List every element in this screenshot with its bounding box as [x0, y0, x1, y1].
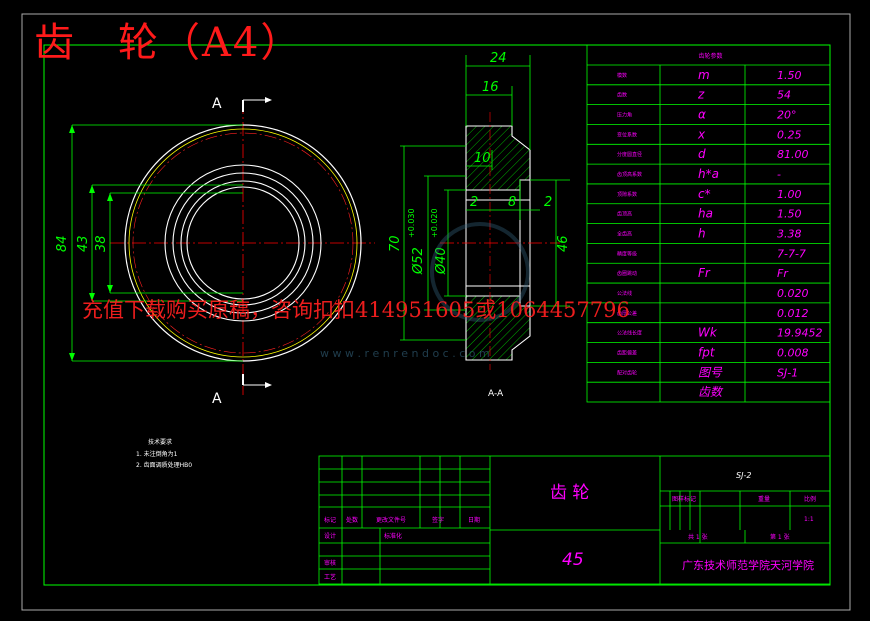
label-sign: 签字 [432, 516, 444, 524]
dim-2a: 2 [470, 195, 478, 210]
watermark-logo [430, 222, 530, 322]
label-count: 处数 [346, 516, 358, 524]
label-process: 工艺 [324, 573, 336, 581]
dim-43: 43 [76, 235, 91, 252]
school-name: 广东技术师范学院天河学院 [682, 558, 814, 572]
part-name: 齿 轮 [550, 483, 589, 503]
label-ratio: 比例 [804, 495, 816, 503]
param-name: 精度等级 [617, 250, 637, 257]
param-value: 3.38 [777, 228, 802, 241]
notes-line-1: 1. 未注倒角为1 [136, 450, 178, 458]
param-name: 齿顶高系数 [617, 171, 642, 178]
label-check: 审核 [324, 559, 336, 567]
param-value: 20° [777, 109, 797, 122]
param-symbol: 图号 [698, 365, 723, 379]
param-name: 变位系数 [617, 131, 637, 138]
dim-46: 46 [556, 235, 571, 252]
page-title: 齿 轮（A4） [34, 20, 303, 66]
section-label: A-A [488, 389, 504, 399]
param-value: Fr [777, 267, 789, 280]
param-value: 0.020 [777, 287, 809, 300]
dim-10: 10 [474, 151, 491, 166]
dim-52-tol: +0.030 [407, 208, 416, 238]
param-symbol: 齿数 [698, 385, 724, 399]
params-header: 齿轮参数 [699, 52, 723, 60]
dim-84: 84 [55, 235, 70, 252]
outer-frame [21, 13, 851, 611]
dim-8: 8 [508, 195, 516, 210]
label-date: 日期 [468, 516, 480, 524]
param-name: 齿数 [617, 92, 627, 99]
param-name: 齿圈跳动 [617, 270, 637, 277]
dim-70: 70 [388, 235, 403, 252]
param-value: - [777, 168, 781, 181]
param-value: 1.50 [777, 208, 802, 221]
label-mark: 标记 [324, 516, 336, 524]
param-name: 配对齿轮 [617, 369, 637, 376]
section-view: 24 16 10 2 8 2 46 70 Ø52 +0.030 Ø40 +0.0… [388, 51, 571, 399]
param-name: 齿厚公差 [617, 310, 637, 317]
param-name: 齿顶高 [617, 211, 632, 218]
param-name: 顶隙系数 [617, 191, 637, 198]
title-block: 标记 处数 更改文件号 签字 日期 设计 标准化 审核 工艺 齿 轮 45 SJ… [318, 455, 831, 585]
dim-52: Ø52 [411, 247, 426, 275]
sheet: 第 1 张 [770, 533, 790, 541]
label-standard: 标准化 [384, 532, 402, 540]
param-name: 公法线长度 [617, 330, 642, 337]
param-name: 全齿高 [617, 231, 632, 238]
param-symbol: α [698, 108, 706, 122]
notes-title: 技术要求 [148, 438, 172, 446]
dim-40: Ø40 [434, 247, 449, 275]
dim-16: 16 [482, 80, 499, 95]
label-design: 设计 [324, 532, 336, 540]
front-view: A A 84 43 38 [55, 96, 375, 407]
watermark-site: w w w . r e n r e n d o c . c o m [320, 347, 490, 360]
param-symbol: ha [698, 207, 713, 221]
label-stage: 图样标记 [672, 495, 696, 503]
param-value: 81.00 [777, 148, 809, 161]
dim-40-tol: +0.020 [430, 208, 439, 238]
param-symbol: h*a [698, 167, 719, 181]
section-mark-bottom: A [212, 391, 222, 407]
dim-24: 24 [490, 51, 507, 66]
param-name: 压力角 [617, 112, 632, 119]
sheets: 共 1 张 [688, 533, 708, 541]
param-symbol: x [697, 127, 706, 141]
material: 45 [562, 550, 584, 570]
notes-line-2: 2. 齿面调质处理HB0 [136, 461, 192, 469]
label-weight: 重量 [758, 495, 770, 503]
param-value: 0.008 [777, 346, 809, 359]
param-value: 19.9452 [777, 327, 823, 340]
param-symbol: fpt [698, 345, 716, 359]
param-name: 分度圆直径 [617, 151, 642, 158]
param-name: 公法线 [617, 290, 632, 297]
param-symbol: Wk [698, 326, 718, 340]
param-name: 模数 [617, 72, 627, 79]
param-value: SJ-1 [777, 366, 798, 379]
param-symbol: z [697, 88, 705, 102]
section-mark-top: A [212, 96, 222, 112]
param-value: 0.25 [777, 128, 802, 141]
tech-notes: 技术要求 1. 未注倒角为1 2. 齿面调质处理HB0 [136, 438, 192, 469]
param-symbol: Fr [698, 266, 711, 280]
param-symbol: d [698, 147, 706, 161]
param-value: 1.00 [777, 188, 802, 201]
drawing-no: SJ-2 [736, 471, 751, 480]
param-value: 1.50 [777, 69, 802, 82]
watermark-text: 充值下载购买原稿，咨询扣扣414951605或1064457796 [82, 298, 630, 322]
param-value: 0.012 [777, 307, 809, 320]
param-name: 齿距偏差 [617, 349, 637, 356]
dim-38: 38 [94, 235, 109, 252]
param-symbol: m [698, 68, 710, 82]
scale: 1:1 [804, 516, 814, 523]
param-symbol: h [698, 227, 706, 241]
param-value: 54 [777, 89, 791, 102]
dim-2b: 2 [544, 195, 552, 210]
label-doc: 更改文件号 [376, 516, 406, 524]
param-value: 7-7-7 [777, 247, 806, 260]
param-symbol: c* [698, 187, 711, 201]
